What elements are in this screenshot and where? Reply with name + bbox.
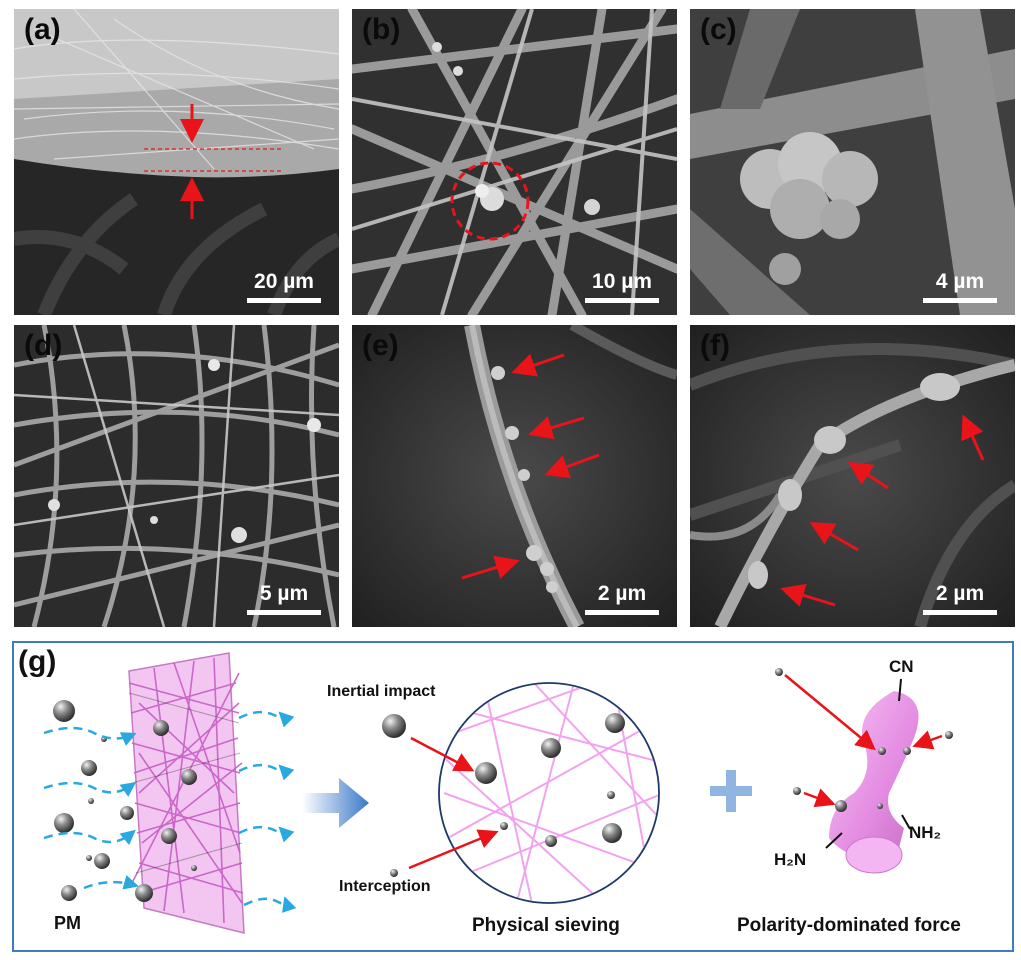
scale-bar-text: 2 µm bbox=[597, 582, 647, 605]
panel-label: (e) bbox=[362, 329, 399, 362]
scale-bar: 2 µm bbox=[585, 582, 659, 615]
pm-particles bbox=[53, 700, 197, 902]
sem-panel-a: (a) 20 µm bbox=[14, 9, 339, 315]
sem-image-e bbox=[352, 325, 677, 627]
particle-cluster bbox=[740, 132, 878, 285]
red-arrow bbox=[528, 416, 585, 440]
inertial-impact-label: Inertial impact bbox=[327, 683, 436, 700]
sem-panel-e: (e) 2 µm bbox=[352, 325, 677, 627]
cn-label: CN bbox=[889, 657, 914, 676]
process-arrow bbox=[302, 778, 369, 828]
scale-bar-text: 5 µm bbox=[259, 582, 309, 605]
scale-bar: 5 µm bbox=[247, 582, 321, 615]
scale-bar-text: 4 µm bbox=[935, 270, 985, 293]
nh2-label: NH₂ bbox=[909, 823, 942, 842]
scale-bar: 10 µm bbox=[585, 270, 659, 303]
scale-bar-text: 20 µm bbox=[254, 270, 314, 293]
fiber-molecule bbox=[825, 678, 919, 874]
scale-bar: 4 µm bbox=[923, 270, 997, 303]
sieving-circle bbox=[438, 682, 660, 904]
red-arrow bbox=[809, 521, 859, 552]
red-arrow bbox=[544, 453, 600, 479]
physical-sieving-label: Physical sieving bbox=[472, 915, 620, 936]
scale-bar-text: 2 µm bbox=[935, 582, 985, 605]
pm-label: PM bbox=[54, 913, 81, 933]
plus-sign bbox=[710, 770, 752, 812]
red-arrow bbox=[847, 461, 889, 490]
panel-label: (c) bbox=[700, 13, 737, 46]
schematic-drawing bbox=[43, 652, 953, 934]
panel-label-g: (g) bbox=[18, 645, 57, 678]
interception-label: Interception bbox=[339, 878, 431, 895]
scale-bar: 2 µm bbox=[923, 582, 997, 615]
sem-panel-f: (f) 2 µm bbox=[690, 325, 1015, 627]
h2n-label: H₂N bbox=[774, 850, 807, 869]
highlight-circle bbox=[450, 161, 530, 241]
panel-label: (b) bbox=[362, 13, 401, 46]
panel-label: (a) bbox=[24, 13, 61, 46]
panel-label: (f) bbox=[700, 329, 730, 362]
sem-image-b bbox=[352, 9, 677, 315]
red-arrow bbox=[461, 555, 520, 580]
red-arrow bbox=[961, 414, 985, 461]
scale-bar-text: 10 µm bbox=[592, 270, 652, 293]
panel-label: (d) bbox=[24, 329, 63, 362]
sem-panel-d: (d) 5 µm bbox=[14, 325, 339, 627]
red-arrow bbox=[511, 353, 565, 377]
polarity-force-label: Polarity-dominated force bbox=[737, 915, 961, 936]
red-arrow bbox=[780, 583, 836, 607]
schematic-panel-g: (g) PM Inertial impact Interception Phys… bbox=[12, 641, 1014, 952]
sem-image-f bbox=[690, 325, 1015, 627]
sem-panel-c: (c) 4 µm bbox=[690, 9, 1015, 315]
sem-image-c bbox=[690, 9, 1015, 315]
scale-bar: 20 µm bbox=[247, 270, 321, 303]
sem-image-a bbox=[14, 9, 339, 315]
sem-image-d bbox=[14, 325, 339, 627]
sem-panel-b: (b) 10 µm bbox=[352, 9, 677, 315]
